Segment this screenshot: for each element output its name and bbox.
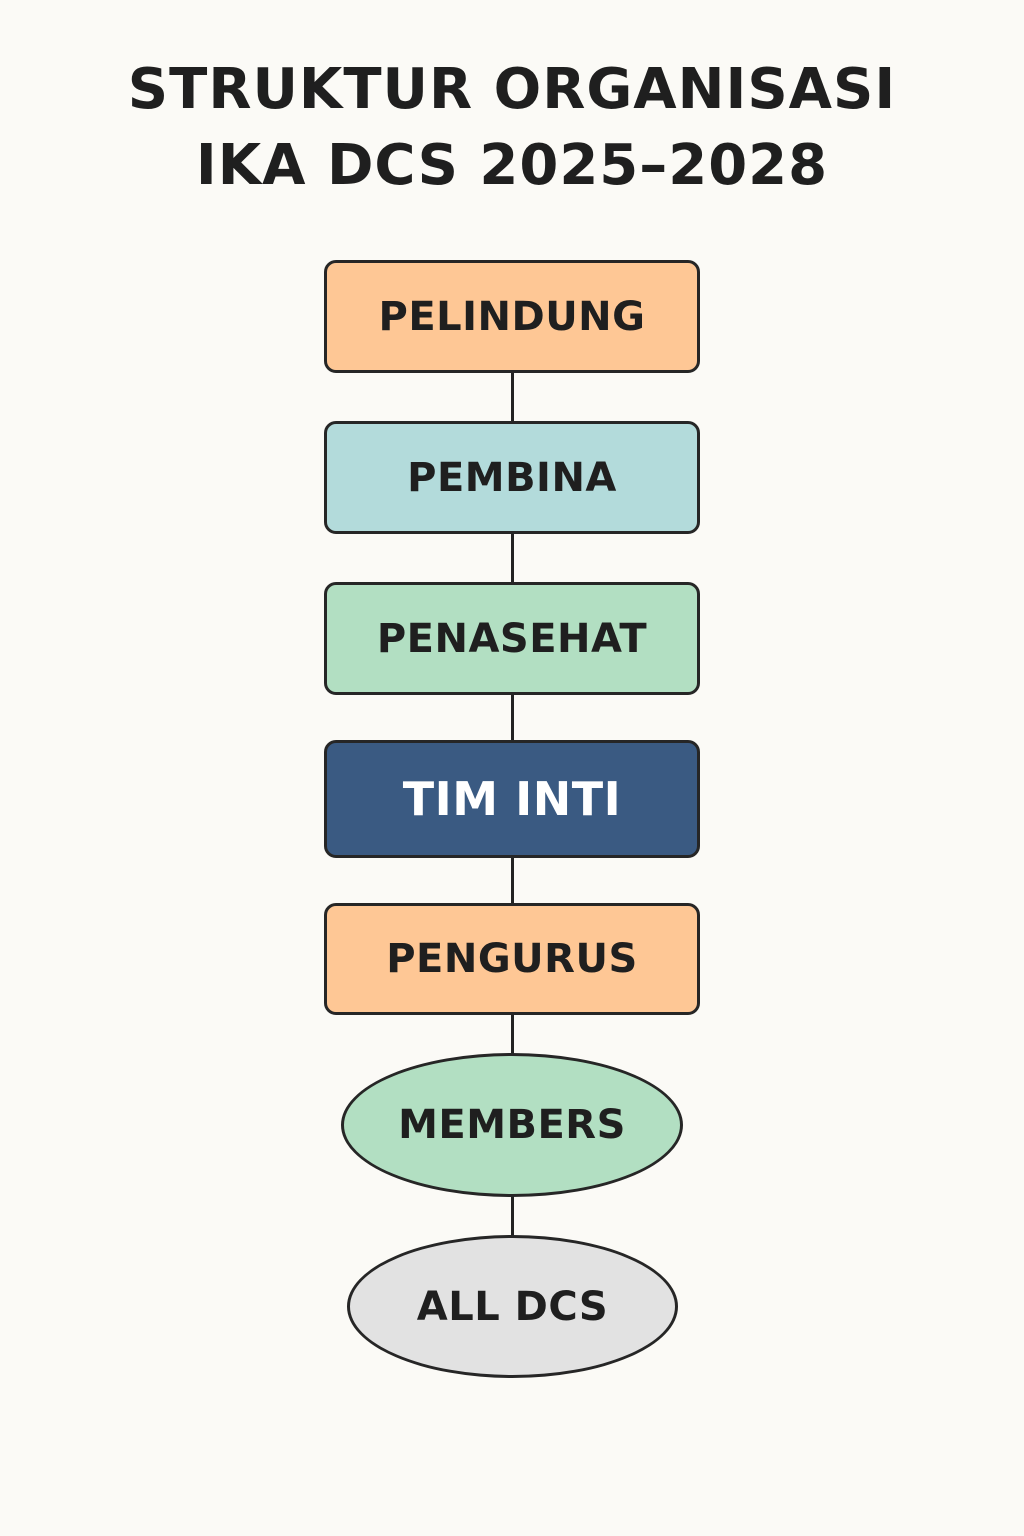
node-penasehat: PENASEHAT bbox=[324, 582, 700, 695]
node-tim-inti: TIM INTI bbox=[324, 740, 700, 858]
diagram-title: STRUKTUR ORGANISASI IKA DCS 2025–2028 bbox=[0, 52, 1024, 204]
connector-pelindung-pembina bbox=[511, 372, 514, 422]
connector-pengurus-members bbox=[511, 1014, 514, 1054]
node-pengurus: PENGURUS bbox=[324, 903, 700, 1015]
node-members: MEMBERS bbox=[341, 1053, 683, 1197]
node-pembina: PEMBINA bbox=[324, 421, 700, 534]
title-line-2: IKA DCS 2025–2028 bbox=[195, 133, 829, 198]
node-label: TIM INTI bbox=[402, 772, 622, 826]
connector-pembina-penasehat bbox=[511, 533, 514, 583]
node-all-dcs: ALL DCS bbox=[347, 1235, 678, 1378]
title-line-1: STRUKTUR ORGANISASI bbox=[127, 57, 897, 122]
node-label: PENGURUS bbox=[386, 936, 638, 982]
node-label: ALL DCS bbox=[416, 1283, 609, 1330]
connector-penasehat-tim-inti bbox=[511, 694, 514, 741]
node-label: PEMBINA bbox=[407, 454, 617, 501]
connector-members-all-dcs bbox=[511, 1196, 514, 1236]
node-label: PELINDUNG bbox=[378, 293, 646, 340]
node-pelindung: PELINDUNG bbox=[324, 260, 700, 373]
node-label: MEMBERS bbox=[398, 1102, 626, 1148]
connector-tim-inti-pengurus bbox=[511, 857, 514, 904]
node-label: PENASEHAT bbox=[376, 615, 648, 662]
